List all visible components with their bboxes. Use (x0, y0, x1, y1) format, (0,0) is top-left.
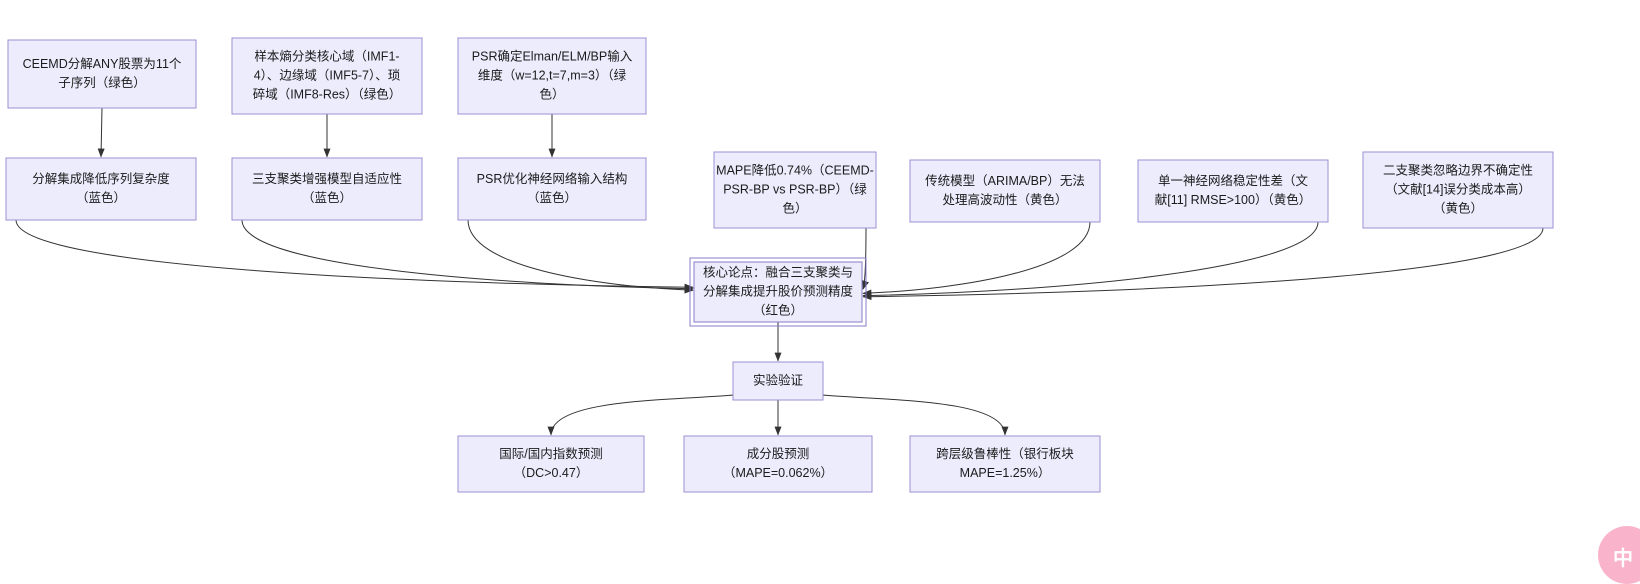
node-m2[interactable]: 样本熵分类核心域（IMF1- 4）、边缘域（IMF5-7）、琐碎域（IMF8-Re… (231, 37, 423, 115)
node-label-line: （红色） (753, 302, 803, 317)
node-f4[interactable]: MAPE降低0.74%（CEEMD- PSR-BP vs PSR-BP）（绿色） (713, 151, 877, 229)
node-box (1137, 159, 1329, 223)
node-box (1362, 151, 1554, 229)
node-box (683, 435, 873, 493)
node-label-line: 分解集成提升股价预测精度 (703, 283, 854, 298)
node-r3[interactable]: 跨层级鲁棒性（银行板块 MAPE=1.25%） (909, 435, 1101, 493)
edge-g3-core (862, 227, 1544, 301)
node-label-line: 碎域（IMF8-Res）（绿色） (253, 86, 402, 101)
node-box (713, 151, 877, 229)
node-label-line: 子序列（绿色） (58, 75, 146, 90)
node-label-line: MAPE=1.25%） (960, 466, 1051, 480)
node-label-line: 色） (782, 200, 807, 215)
watermark-glyph: 中 (1613, 545, 1633, 570)
node-f1[interactable]: 分解集成降低序列复杂度 （蓝色） (5, 157, 197, 221)
node-label-line: （DC>0.47） (514, 466, 589, 480)
edge-g2-core (862, 221, 1319, 299)
node-label-line: （MAPE=0.062%） (723, 466, 833, 480)
node-g2[interactable]: 单一神经网络稳定性差（文献[11] RMSE>100）（黄色） (1137, 159, 1329, 223)
node-label-line: 实验验证 (753, 372, 804, 387)
node-label-line: 国际/国内指数预测 (499, 446, 602, 461)
core-highlight-ring (689, 257, 867, 327)
node-label-line: 维度（w=12,t=7,m=3）（绿 (478, 67, 627, 82)
node-r2[interactable]: 成分股预测 （MAPE=0.062%） (683, 435, 873, 493)
node-label-line: 成分股预测 (747, 447, 810, 461)
node-label-line: 分解集成降低序列复杂度 (32, 171, 170, 186)
node-label-line: （蓝色） (76, 190, 126, 205)
node-label-line: 处理高波动性（黄色） (942, 192, 1067, 207)
node-label-line: （黄色） (1433, 200, 1483, 215)
node-label-line: 三支聚类增强模型自适应性 (252, 171, 402, 186)
node-label-line: PSR优化神经网络输入结构 (477, 171, 628, 186)
node-box (457, 157, 647, 221)
node-label-line: 单一神经网络稳定性差（文 (1158, 173, 1309, 188)
node-box (732, 361, 824, 401)
node-r1[interactable]: 国际/国内指数预测 （DC>0.47） (457, 435, 645, 493)
node-label-line: CEEMD分解ANY股票为11个 (23, 57, 182, 71)
node-label-line: （蓝色） (302, 190, 352, 205)
node-f3[interactable]: PSR优化神经网络输入结构 （蓝色） (457, 157, 647, 221)
node-box (231, 37, 423, 115)
node-label-line: 样本熵分类核心域（IMF1- (254, 48, 399, 63)
node-label-line: 二支聚类忽略边界不确定性 (1383, 162, 1533, 177)
edge-m1-f1 (97, 107, 105, 158)
node-box (7, 39, 197, 109)
node-label-line: PSR-BP vs PSR-BP）（绿 (723, 181, 867, 196)
node-g3[interactable]: 二支聚类忽略边界不确定性 （文献[14]误分类成本高） （黄色） (1362, 151, 1554, 229)
node-label-line: 跨层级鲁棒性（银行板块 (936, 447, 1074, 461)
node-box (693, 261, 863, 323)
node-box (457, 37, 647, 115)
node-label-line: 核心论点：融合三支聚类与 (703, 264, 853, 279)
node-box (457, 435, 645, 493)
node-f2[interactable]: 三支聚类增强模型自适应性 （蓝色） (231, 157, 423, 221)
node-label-line: 传统模型（ARIMA/BP）无法 (925, 173, 1085, 188)
edge-f2-core (241, 219, 694, 293)
node-label-line: （文献[14]误分类成本高） (1385, 181, 1531, 196)
node-box (909, 159, 1101, 223)
node-label-line: 献[11] RMSE>100）（黄色） (1155, 192, 1311, 207)
edge-f3-core (467, 219, 694, 294)
node-label-line: 色） (539, 86, 564, 101)
node-box (5, 157, 197, 221)
node-box (231, 157, 423, 221)
node-val[interactable]: 实验验证 (732, 361, 824, 401)
edge-val-r3 (799, 391, 1009, 436)
edge-f1-core (15, 219, 694, 291)
edge-g1-core (862, 221, 1091, 297)
node-label-line: PSR确定Elman/ELM/BP输入 (472, 48, 633, 63)
edge-val-r1 (547, 391, 757, 436)
node-box (909, 435, 1101, 493)
node-label-line: 4）、边缘域（IMF5-7）、琐 (254, 67, 401, 82)
node-label-line: （蓝色） (527, 190, 577, 205)
edge-f4-core (862, 227, 869, 290)
node-label-line: MAPE降低0.74%（CEEMD- (716, 163, 874, 177)
